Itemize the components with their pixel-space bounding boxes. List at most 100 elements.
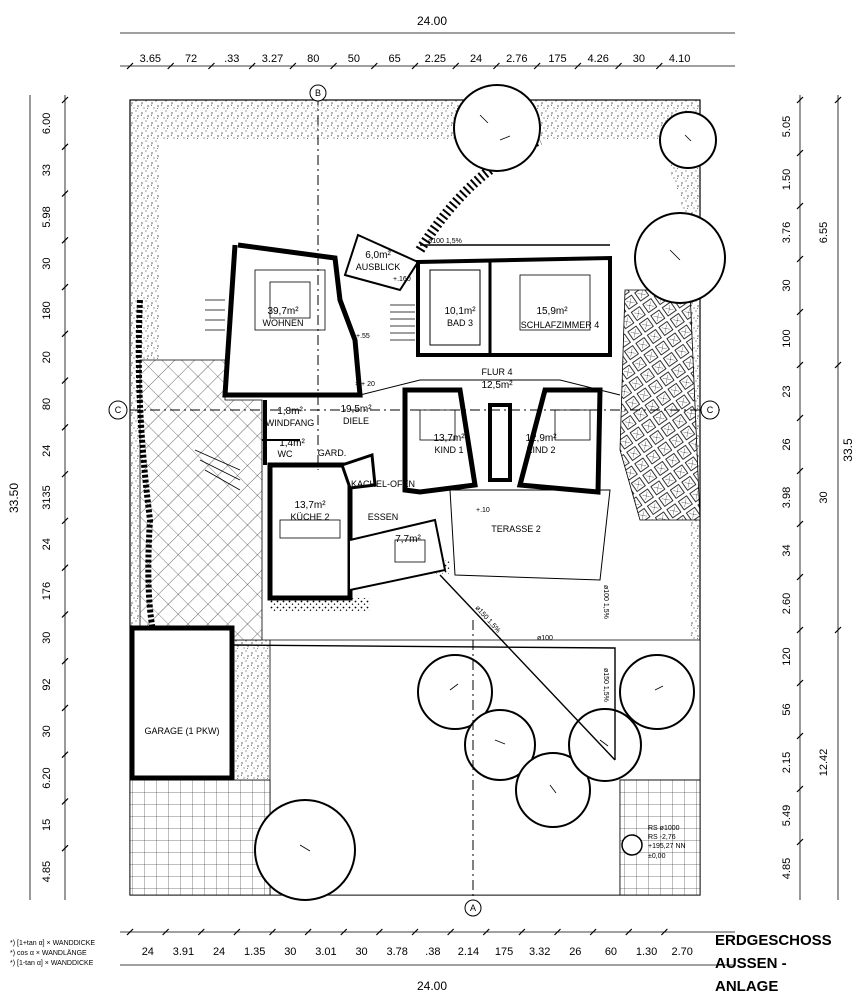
room-area-wc: 1,4m² [279, 438, 305, 449]
bottom-dims-label: 1.30 [636, 946, 657, 958]
dimension-tick [796, 785, 804, 793]
overall-dim-bottom: 24.00 [417, 979, 447, 993]
dimension-tick [61, 143, 69, 151]
dimension-tick [304, 928, 312, 936]
left-dims-label: 30 [41, 632, 53, 644]
section-c-marker-right [700, 400, 720, 420]
right-inner-dims-label: 1.50 [781, 169, 793, 190]
bottom-dims-label: .38 [425, 946, 440, 958]
left-dims-label: 180 [41, 301, 53, 319]
dimension-tick [61, 610, 69, 618]
right-inner-dims-label: 56 [781, 703, 793, 715]
top-dims-label: 72 [185, 53, 197, 65]
dimension-tick [208, 62, 215, 70]
top-dims-label: 2.76 [506, 53, 527, 65]
tree-northeast [659, 111, 717, 169]
left-dims-label: 3135 [41, 485, 53, 509]
dimension-tick [167, 62, 175, 70]
pipe-100-vertical: ø100 1,5% [602, 585, 609, 619]
dimension-tick [61, 751, 69, 759]
top-dims-label: 3.27 [262, 53, 283, 65]
dimension-tick [289, 62, 297, 70]
dimension-tick [518, 928, 526, 936]
dimension-tick [61, 844, 69, 852]
right-inner-dims-label: 3.98 [781, 487, 793, 508]
room-area-bad3: 10,1m² [444, 306, 476, 317]
left-dims-label: 15 [41, 819, 53, 831]
left-dimension-labels: 6.00335.98301802080243135241763092306.20… [41, 113, 53, 883]
garage-walls [129, 625, 235, 781]
furniture [254, 269, 591, 563]
room-name-ausblick: AUSBLICK [356, 262, 401, 272]
dimension-tick [452, 62, 460, 70]
overall-dim-right: 33.5 [841, 438, 855, 462]
bottom-dims-label: 24 [213, 946, 225, 958]
dimension-tick [482, 928, 490, 936]
room-area-wohnen: 39,7m² [267, 306, 299, 317]
room-labels: 39,7m² WOHNEN 6,0m² AUSBLICK 10,1m² BAD … [144, 250, 599, 736]
garden-path [415, 135, 542, 253]
overall-dim-top: 24.00 [417, 14, 447, 28]
left-dims-label: 176 [41, 582, 53, 600]
dimension-tick [554, 928, 561, 936]
tree-south-1 [417, 654, 493, 730]
top-dims-label: 4.26 [588, 53, 609, 65]
dimension-tick [340, 928, 348, 936]
elev-20: × + 20 [355, 381, 375, 388]
dimension-tick [61, 470, 69, 478]
room-area-essen: 7,7m² [395, 534, 421, 545]
dimension-tick [625, 928, 633, 936]
dimension-lines [29, 32, 839, 966]
dimension-tick [61, 96, 69, 104]
top-dims-label: 50 [348, 53, 360, 65]
bottom-dims-label: 3.32 [529, 946, 550, 958]
dimension-tick [796, 96, 804, 104]
left-dims-label: 33 [41, 164, 53, 176]
right-inner-dims-label: 2.15 [781, 752, 793, 773]
dimension-tick [162, 928, 170, 936]
dimension-tick [796, 414, 804, 422]
dimension-ticks [61, 62, 842, 936]
right-outer-dims-label: 6.55 [818, 222, 830, 243]
top-dims-label: 4.10 [669, 53, 690, 65]
left-dims-label: 30 [41, 725, 53, 737]
dimension-tick [533, 62, 541, 70]
right-inner-dims-label: 120 [781, 647, 793, 665]
left-dims-label: 24 [41, 538, 53, 550]
bottom-dims-label: 3.91 [173, 946, 194, 958]
left-dims-label: 80 [41, 398, 53, 410]
section-c-label-left: C [115, 405, 122, 415]
stairs [194, 299, 415, 491]
room-area-flur4: 12,5m² [481, 380, 513, 391]
hedge-west [135, 299, 158, 641]
left-dims-label: 5.98 [41, 206, 53, 227]
dimension-tick [330, 62, 337, 70]
elev-10: +.10 [476, 507, 490, 514]
trees [254, 84, 726, 901]
tree-south-4 [568, 708, 642, 782]
dimension-tick [589, 928, 597, 936]
rs-line-4: ±0,00 [648, 853, 666, 860]
room-name-garage: GARAGE (1 PKW) [144, 726, 219, 736]
title-line-3: ANLAGE [715, 978, 778, 995]
dimension-tick [796, 679, 804, 687]
top-dims-label: 80 [307, 53, 319, 65]
dimension-tick [796, 838, 804, 846]
top-dims-label: 175 [548, 53, 566, 65]
pipe-top: ø100 1,5% [428, 238, 462, 245]
tree-north [453, 84, 541, 172]
left-dims-label: 30 [41, 258, 53, 270]
section-c-label-right: C [707, 405, 714, 415]
west-paving [139, 359, 263, 641]
dimension-tick [375, 928, 383, 936]
bottom-dims-label: 60 [605, 946, 617, 958]
tree-south-3 [515, 752, 591, 828]
title-line-1: ERDGESCHOSS [715, 932, 832, 949]
tree-southwest [254, 799, 356, 901]
room-name-gard: GARD. [318, 448, 347, 458]
bottom-dims-label: 30 [355, 946, 367, 958]
room-name-terasse2: TERASSE 2 [491, 524, 541, 534]
dimension-tick [655, 62, 663, 70]
vegetable-garden [619, 289, 701, 521]
dimension-tick [615, 62, 622, 70]
